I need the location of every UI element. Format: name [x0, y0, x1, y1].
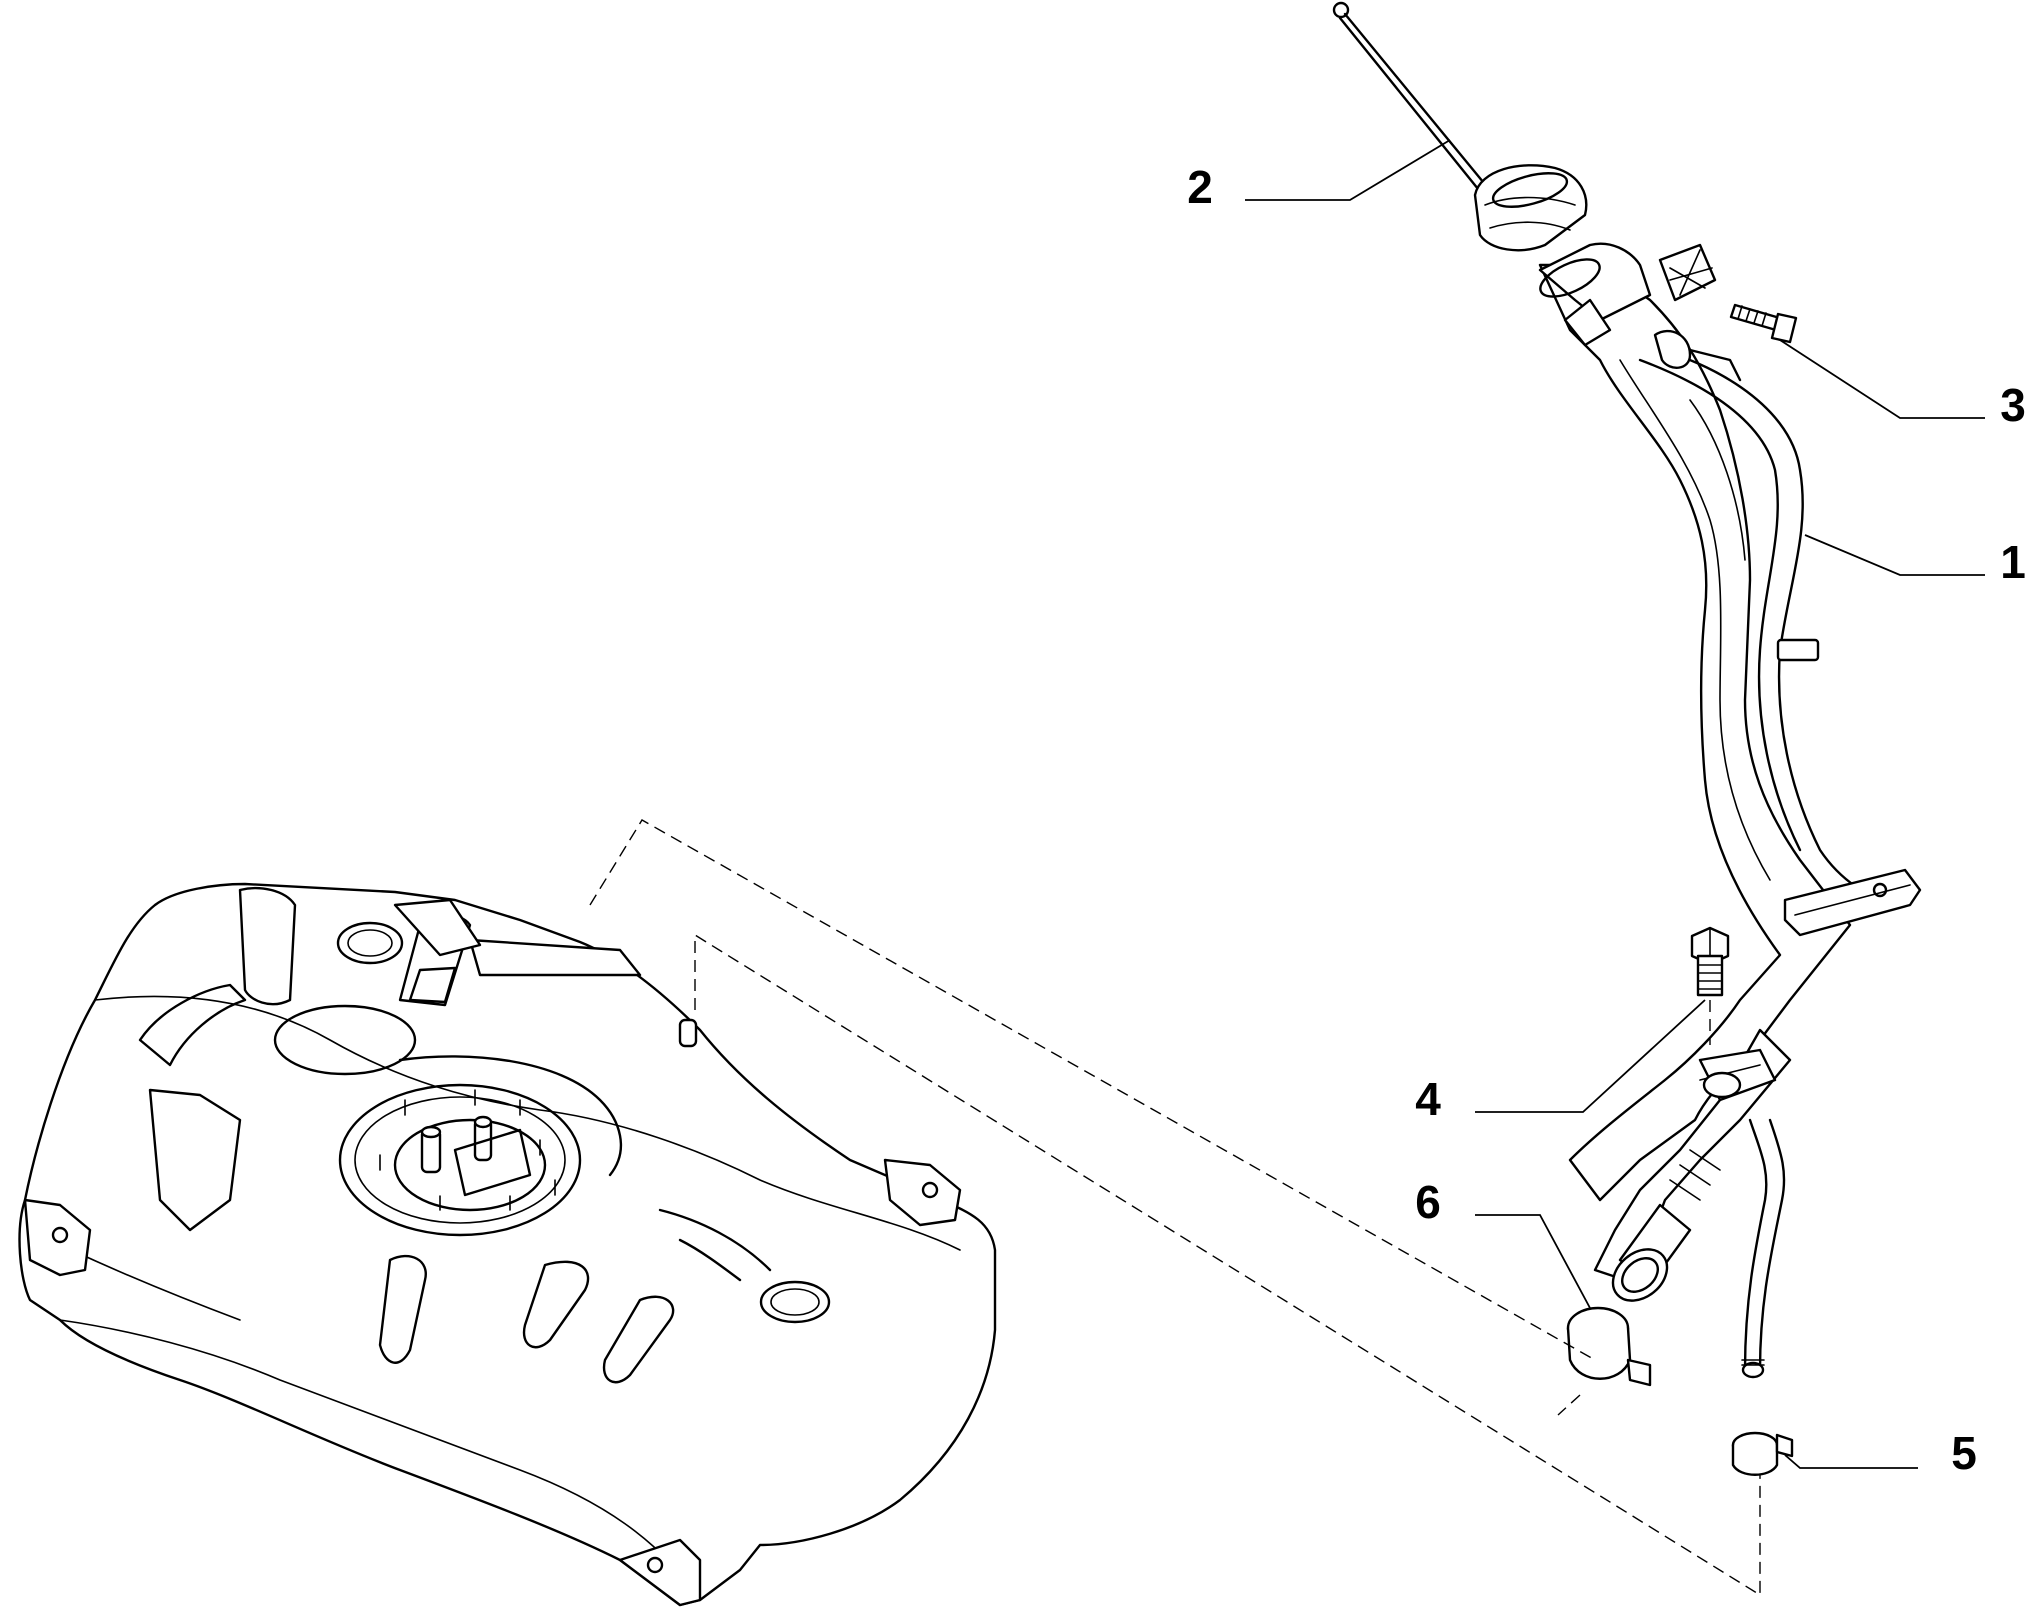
callout-4: 4: [1415, 1073, 1441, 1125]
filler-pipe: [1538, 242, 1922, 1379]
leader-6: [1475, 1214, 1591, 1309]
leader-2: [1245, 139, 1451, 201]
fuel-pump-flange: [338, 1083, 582, 1237]
fuel-tank: [18, 882, 997, 1607]
callout-2: 2: [1187, 161, 1213, 213]
callout-3: 3: [2000, 379, 2026, 431]
leader-1: [1804, 534, 1985, 576]
leader-5: [1784, 1454, 1918, 1469]
callout-1: 1: [2000, 536, 2026, 588]
fuel-cap: [1332, 1, 1588, 252]
bolt-4: [1690, 926, 1730, 997]
hose-clamp-6: [1566, 1306, 1652, 1387]
callout-6: 6: [1415, 1176, 1441, 1228]
leader-lines: [1245, 139, 1985, 1469]
leader-4: [1475, 999, 1706, 1113]
callout-5: 5: [1951, 1427, 1977, 1479]
leader-3: [1779, 339, 1985, 419]
assembly-lines: [589, 819, 1761, 1597]
callouts: 1 2 3 4 5 6: [1187, 161, 2026, 1479]
screw-3: [1729, 303, 1798, 344]
hose-clamp-5: [1731, 1431, 1794, 1476]
